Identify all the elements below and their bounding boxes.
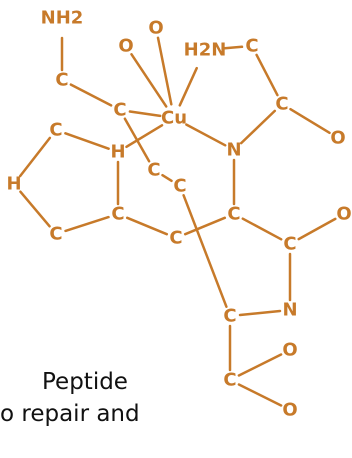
atom-c_low: C: [223, 306, 236, 327]
bond-c_mid1-c_chain1: [123, 117, 151, 163]
atom-c_left1: C: [55, 70, 68, 91]
atom-h2n: H2N: [184, 40, 227, 61]
atom-n2: N: [282, 300, 297, 321]
bond-c_right_top-c_right2: [255, 53, 279, 97]
atom-c_ring_top: C: [49, 120, 62, 141]
atom-o5: O: [282, 340, 297, 361]
atom-c_right2: C: [275, 94, 288, 115]
atom-c_bottom: C: [223, 370, 236, 391]
atom-o1: O: [118, 36, 133, 57]
atom-h_ring: H: [110, 142, 125, 163]
bond-c_center-c_right3: [241, 217, 283, 241]
bond-cu-h_ring: [125, 124, 164, 149]
bond-c_bottom-o6: [237, 383, 283, 407]
atom-o6: O: [282, 400, 297, 421]
bond-c_ring_bot-c_ring_mid: [64, 215, 110, 233]
atom-o4: O: [336, 204, 351, 225]
caption-text: Peptide o repair and: [0, 366, 160, 430]
atom-cu: Cu: [161, 108, 187, 129]
bond-c_chain2-c_low: [182, 194, 228, 308]
bond-c_right2-n1: [239, 109, 277, 145]
atom-c_right3: C: [283, 234, 296, 255]
bond-c_ring_top-h_ring: [64, 132, 110, 150]
caption-line-2: o repair and: [0, 401, 140, 427]
bond-c_left1-c_mid1: [69, 83, 113, 107]
atom-o3: O: [330, 128, 345, 149]
bond-c_right2-o3: [289, 107, 331, 135]
atom-c_ring_bot: C: [49, 224, 62, 245]
bond-c_ring_top-h_left: [18, 136, 52, 178]
bond-h2n-c_right_top: [223, 45, 244, 50]
atom-c_mid1: C: [113, 100, 126, 121]
bond-o2-cu: [156, 36, 173, 106]
atom-o2: O: [148, 18, 163, 39]
atom-c_center: C: [227, 204, 240, 225]
bond-h_left-c_ring_bot: [19, 190, 51, 228]
atom-c_right_top: C: [245, 36, 258, 57]
atom-n1: N: [226, 140, 241, 161]
bond-c_bot_mid-c_center: [183, 216, 227, 236]
atom-h_left: H: [6, 174, 21, 195]
atom-c_bot_mid: C: [169, 228, 182, 249]
bond-c_mid1-cu: [128, 110, 162, 118]
atom-c_chain2: C: [173, 176, 186, 197]
caption-line-1: Peptide: [42, 369, 128, 395]
atom-nh2_top: NH2: [41, 8, 84, 29]
bond-cu-n1: [185, 123, 227, 147]
bond-h2n-cu: [178, 66, 198, 107]
bond-n2-c_low: [238, 309, 282, 317]
bond-o1-cu: [130, 53, 168, 108]
atom-c_ring_mid: C: [111, 204, 124, 225]
atom-c_chain1: C: [147, 160, 160, 181]
bond-c_ring_mid-c_bot_mid: [125, 216, 169, 236]
bonds: [18, 36, 337, 407]
bond-c_chain1-c_chain2: [161, 173, 173, 183]
bond-c_bottom-o5: [237, 353, 283, 377]
bond-c_right3-o4: [297, 217, 337, 241]
